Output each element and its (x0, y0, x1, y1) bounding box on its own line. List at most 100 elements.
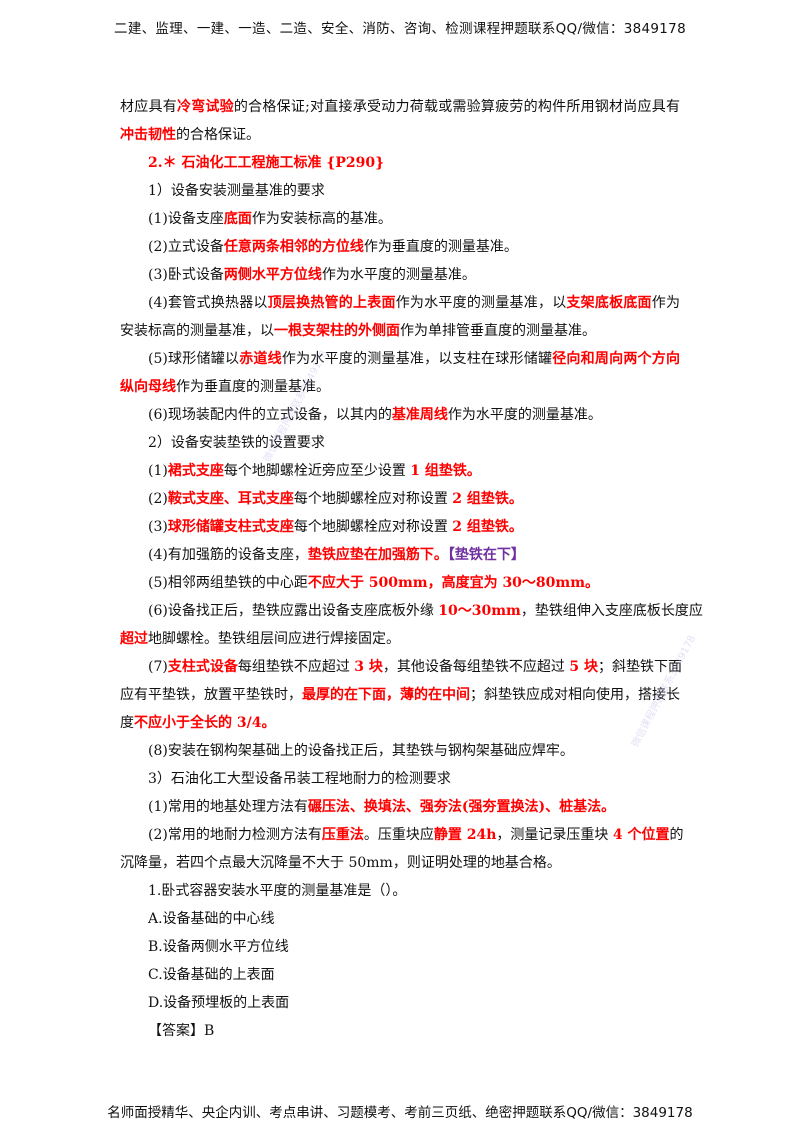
text-segment: A.设备基础的中心线 (148, 911, 275, 927)
highlighted-text: 2.＊ 石油化工工程施工标准 {P290} (148, 155, 385, 171)
highlighted-text: 静置 24h (433, 827, 497, 843)
highlighted-text: 压重法 (321, 827, 364, 843)
text-segment: 1.卧式容器安装水平度的测量基准是（）。 (148, 883, 407, 899)
text-segment: 的合格保证;对直接承受动力荷载或需验算疲劳的构件所用钢材尚应具有 (233, 99, 680, 115)
text-line: D.设备预埋板的上表面 (120, 989, 680, 1017)
text-line: (1)常用的地基处理方法有碾压法、换填法、强夯法(强夯置换法)、桩基法。 (120, 793, 680, 821)
text-segment: (2)立式设备 (148, 239, 224, 255)
highlighted-text: 10～30mm (438, 603, 521, 619)
text-line: (4)有加强筋的设备支座，垫铁应垫在加强筋下。【垫铁在下】 (120, 541, 680, 569)
text-line: (6)设备找正后，垫铁应露出设备支座底板外缘 10～30mm，垫铁组伸入支座底板… (120, 597, 703, 625)
text-segment: (4)套管式换热器以 (148, 295, 268, 311)
text-line: (2)常用的地耐力检测方法有压重法。压重块应静置 24h，测量记录压重块 4 个… (120, 821, 684, 849)
text-line: 安装标高的测量基准，以一根支架柱的外侧面作为单排管垂直度的测量基准。 (120, 317, 680, 345)
highlighted-text: 鞍式支座、耳式支座 (167, 491, 294, 507)
text-segment: 作为水平度的测量基准。 (321, 267, 476, 283)
text-line: (1)裙式支座每个地脚螺栓近旁应至少设置 1 组垫铁。 (120, 457, 680, 485)
text-segment: 作为水平度的测量基准，以 (395, 295, 567, 311)
text-segment: (5)相邻两组垫铁的中心距 (148, 575, 308, 591)
text-segment: 安装标高的测量基准，以 (120, 323, 274, 339)
text-segment: 度 (120, 715, 134, 731)
text-line: (5)相邻两组垫铁的中心距不应大于 500mm，高度宜为 30～80mm。 (120, 569, 680, 597)
page-footer: 名师面授精华、央企内训、考点串讲、习题模考、考前三页纸、绝密押题联系QQ/微信：… (107, 1105, 693, 1121)
highlighted-text: 径向和周向两个方向 (552, 351, 681, 367)
text-segment: ，其他设备每组垫铁不应超过 (382, 659, 570, 675)
text-line: 材应具有冷弯试验的合格保证;对直接承受动力荷载或需验算疲劳的构件所用钢材尚应具有 (120, 93, 680, 121)
highlighted-text: 底面 (223, 211, 252, 227)
text-line: 度不应小于全长的 3/4。 (120, 709, 680, 737)
text-line: (4)套管式换热器以顶层换热管的上表面作为水平度的测量基准，以支架底板底面作为 (120, 289, 680, 317)
text-segment: 每个地脚螺栓应对称设置 (293, 519, 453, 535)
highlighted-text: 4 个位置 (612, 827, 670, 843)
text-segment: (4)有加强筋的设备支座， (148, 547, 308, 563)
text-segment: C.设备基础的上表面 (148, 967, 275, 983)
highlighted-text: 冲击韧性 (120, 127, 176, 143)
highlighted-text: 支柱式设备 (167, 659, 238, 675)
text-segment: 2）设备安装垫铁的设置要求 (148, 435, 325, 451)
text-line: (1)设备支座底面作为安装标高的基准。 (120, 205, 680, 233)
highlighted-text: 不应小于全长的 3/4。 (134, 715, 276, 731)
text-segment: (6)现场装配内件的立式设备，以其内的 (148, 407, 392, 423)
highlighted-text: 顶层换热管的上表面 (267, 295, 396, 311)
text-segment: (3)卧式设备 (148, 267, 224, 283)
text-segment: 每个地脚螺栓近旁应至少设置 (223, 463, 411, 479)
highlighted-text: 基准周线 (391, 407, 448, 423)
text-segment: (1)常用的地基处理方法有 (148, 799, 308, 815)
text-line: (8)安装在钢构架基础上的设备找正后，其垫铁与钢构架基础应焊牢。 (120, 737, 680, 765)
text-segment: 的合格保证。 (176, 127, 260, 143)
highlighted-text: 裙式支座 (167, 463, 224, 479)
text-segment: (7) (148, 659, 168, 675)
text-segment: ，垫铁组伸入支座底板长度应 (520, 603, 703, 619)
text-line: 1）设备安装测量基准的要求 (120, 177, 680, 205)
text-segment: (8)安装在钢构架基础上的设备找正后，其垫铁与钢构架基础应焊牢。 (148, 743, 574, 759)
text-segment: 作为垂直度的测量基准。 (176, 379, 330, 395)
highlighted-text: 1 组垫铁。 (410, 463, 481, 479)
highlighted-text: 最厚的在下面，薄的在中间 (302, 687, 470, 703)
text-segment: 沉降量，若四个点最大沉降量不大于 50mm，则证明处理的地基合格。 (120, 855, 561, 871)
text-segment: 应有平垫铁，放置平垫铁时， (120, 687, 302, 703)
text-segment: 【答案】B (148, 1023, 215, 1039)
text-line: (6)现场装配内件的立式设备，以其内的基准周线作为水平度的测量基准。 (120, 401, 680, 429)
text-segment: ，测量记录压重块 (496, 827, 613, 843)
highlighted-text: 5 块 (569, 659, 598, 675)
text-line: B.设备两侧水平方位线 (120, 933, 680, 961)
text-line: (7)支柱式设备每组垫铁不应超过 3 块，其他设备每组垫铁不应超过 5 块；斜垫… (120, 653, 682, 681)
text-line: 2.＊ 石油化工工程施工标准 {P290} (120, 149, 680, 177)
text-line: 纵向母线作为垂直度的测量基准。 (120, 373, 680, 401)
document-body: 材应具有冷弯试验的合格保证;对直接承受动力荷载或需验算疲劳的构件所用钢材尚应具有… (120, 93, 703, 1045)
highlighted-text: 碾压法、换填法、强夯法(强夯置换法)、桩基法。 (307, 799, 616, 815)
highlighted-text: 两侧水平方位线 (223, 267, 322, 283)
text-line: (3)球形储罐支柱式支座每个地脚螺栓应对称设置 2 组垫铁。 (120, 513, 680, 541)
highlighted-text: 超过 (120, 631, 148, 647)
highlighted-text: 2 组垫铁。 (452, 491, 523, 507)
text-line: (2)立式设备任意两条相邻的方位线作为垂直度的测量基准。 (120, 233, 680, 261)
text-line: 冲击韧性的合格保证。 (120, 121, 680, 149)
text-segment: (6)设备找正后，垫铁应露出设备支座底板外缘 (148, 603, 439, 619)
text-line: 沉降量，若四个点最大沉降量不大于 50mm，则证明处理的地基合格。 (120, 849, 680, 877)
text-segment: (1)设备支座 (148, 211, 224, 227)
text-line: C.设备基础的上表面 (120, 961, 680, 989)
highlighted-text: 垫铁应垫在加强筋下。 (307, 547, 448, 563)
text-line: 2）设备安装垫铁的设置要求 (120, 429, 680, 457)
text-segment: B.设备两侧水平方位线 (148, 939, 289, 955)
text-segment: 1）设备安装测量基准的要求 (148, 183, 325, 199)
page-header: 二建、监理、一建、一造、二造、安全、消防、咨询、检测课程押题联系QQ/微信：38… (114, 21, 686, 37)
text-segment: 作为水平度的测量基准，以支柱在球形储罐 (281, 351, 553, 367)
text-segment: (2)常用的地耐力检测方法有 (148, 827, 322, 843)
text-line: 超过地脚螺栓。垫铁组层间应进行焊接固定。 (120, 625, 680, 653)
text-segment: 每组垫铁不应超过 (237, 659, 355, 675)
highlighted-text: 2 组垫铁。 (452, 519, 523, 535)
text-segment: 作为安装标高的基准。 (251, 211, 392, 227)
text-segment: 3）石油化工大型设备吊装工程地耐力的检测要求 (148, 771, 451, 787)
text-segment: 地脚螺栓。垫铁组层间应进行焊接固定。 (148, 631, 400, 647)
text-segment: 作为水平度的测量基准。 (447, 407, 602, 423)
text-segment: 。压重块应 (363, 827, 434, 843)
text-line: 【答案】B (120, 1017, 680, 1045)
text-segment: (1) (148, 463, 168, 479)
text-segment: 的 (669, 827, 684, 843)
text-segment: ；斜垫铁应成对相向使用，搭接长 (470, 687, 680, 703)
highlighted-text: 一根支架柱的外侧面 (274, 323, 400, 339)
highlighted-text: 【垫铁在下】 (447, 547, 525, 563)
text-line: (5)球形储罐以赤道线作为水平度的测量基准，以支柱在球形储罐径向和周向两个方向 (120, 345, 680, 373)
text-segment: (3) (148, 519, 168, 535)
